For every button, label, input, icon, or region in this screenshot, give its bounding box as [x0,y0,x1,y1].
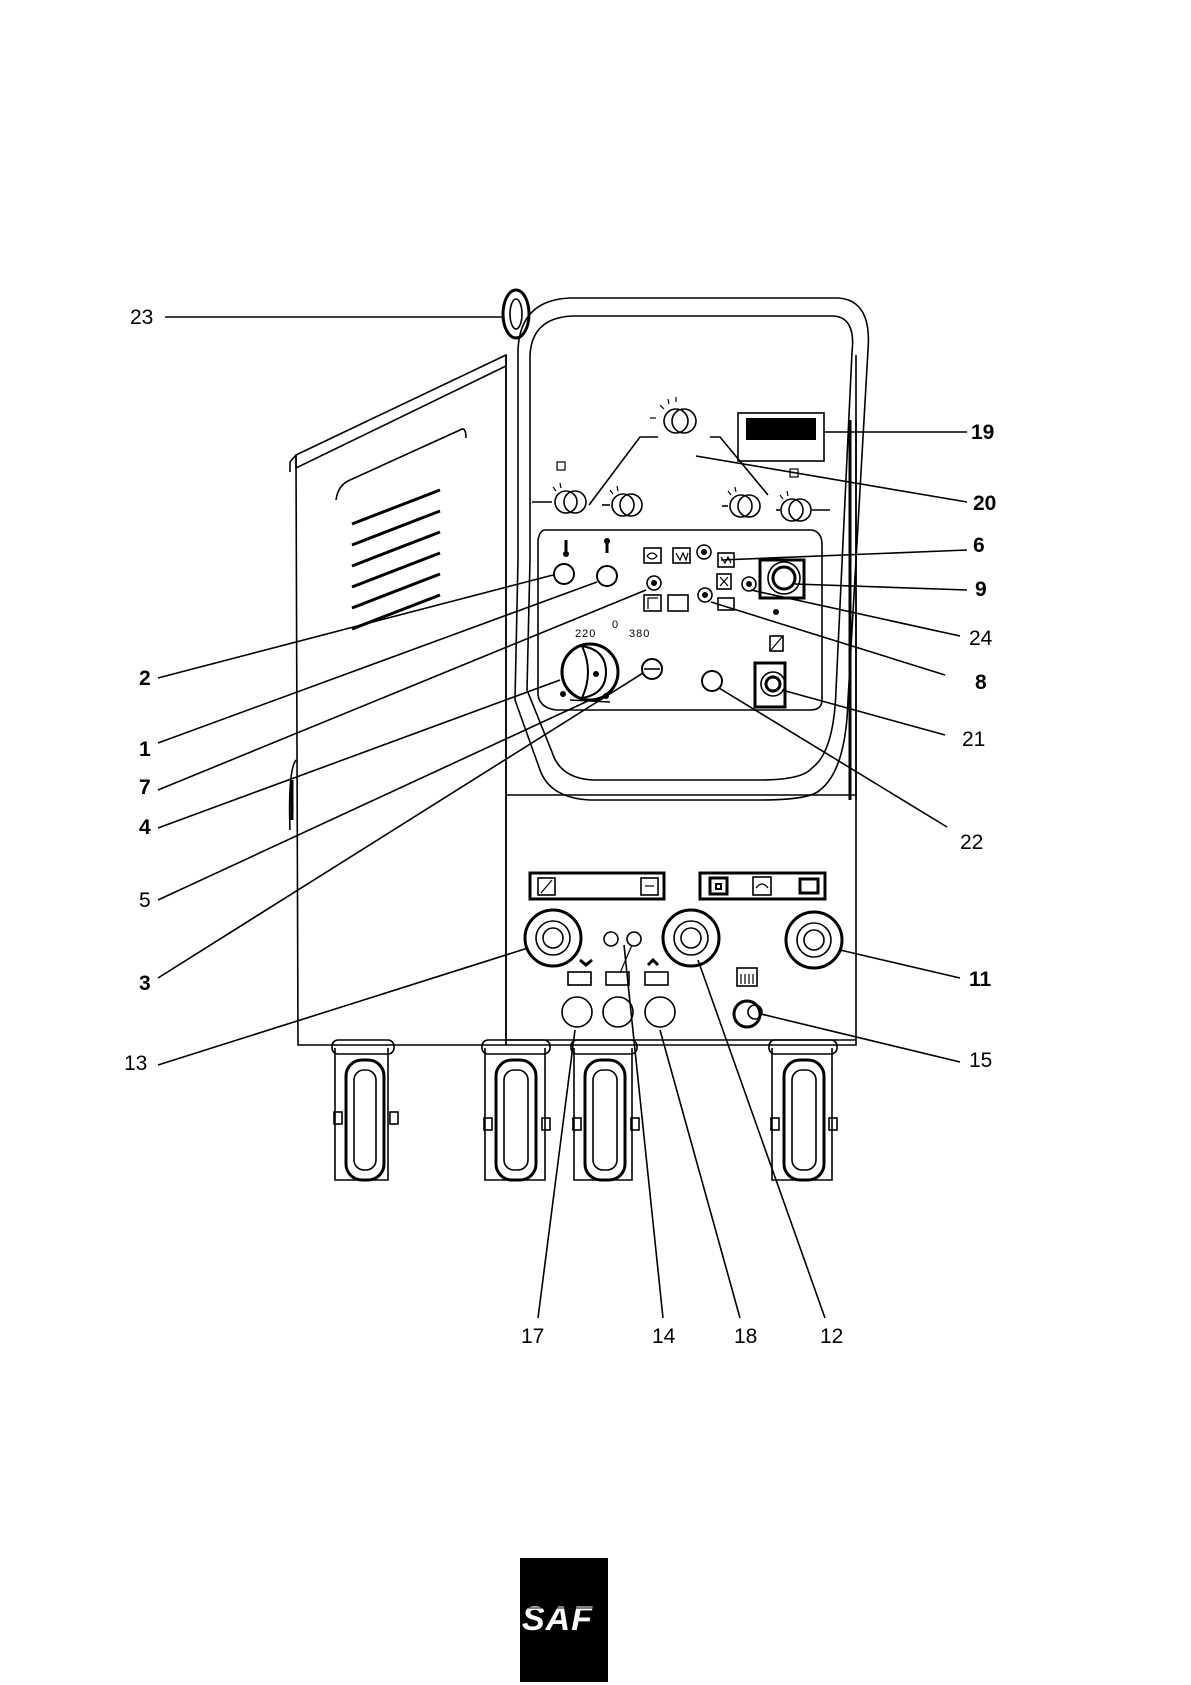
callout-5: 5 [139,889,151,912]
selector-label-380: 380 [629,628,650,640]
indicator-lamp-b [627,932,641,946]
saf-logo: SAF [520,1558,608,1682]
leader-lines [158,317,967,1318]
gas-valve-socket [755,663,785,707]
switch-left-2 [602,486,642,516]
mode-icon-5 [668,595,688,611]
remote-socket-17 [562,997,592,1027]
callout-7: 7 [139,776,151,799]
callout-1: 1 [139,738,151,761]
callout-13: 13 [124,1052,147,1075]
selector-label-220: 220 [575,628,596,640]
switch-left-1 [532,462,586,513]
indicator-lamp-a [604,932,618,946]
remote-socket-18 [645,997,675,1027]
output-socket-12 [663,910,719,966]
lifting-eye [503,290,529,338]
digital-display [738,413,824,461]
overheat-lamp [554,564,574,584]
callout-4: 4 [139,816,151,839]
thermometer-icon [563,540,569,557]
handle-frame [515,298,868,800]
callout-23: 23 [130,306,153,329]
remote-socket-mid [603,997,633,1027]
cabinet-side [290,355,506,1045]
callout-3: 3 [139,972,151,995]
gas-symbol-icon [770,609,783,651]
callout-24: 24 [969,627,993,650]
power-indicator-icon [604,538,610,553]
mains-voltage-selector: 220 0 380 [560,619,650,702]
callout-21: 21 [962,728,985,751]
top-switch [650,397,696,433]
callout-11: 11 [969,968,992,991]
callout-20: 20 [973,492,996,515]
callout-9: 9 [975,578,987,601]
control-cable-socket [742,560,804,598]
lower-panel [525,873,842,1027]
selector-label-0: 0 [612,619,619,631]
callout-17: 17 [521,1325,544,1348]
callout-18: 18 [734,1325,757,1348]
wheels [332,1040,837,1180]
callout-12: 12 [820,1325,843,1348]
power-lamp [597,566,617,586]
callout-22: 22 [960,831,983,854]
output-socket-11 [786,912,842,968]
gas-connector [734,1001,762,1027]
callout-2: 2 [139,667,151,690]
callout-6: 6 [973,534,985,557]
saf-logo-text: SAF [522,1600,593,1638]
callout-8: 8 [975,671,987,694]
callout-14: 14 [652,1325,676,1348]
switch-right-1 [722,487,760,517]
callout-15: 15 [969,1049,992,1072]
output-socket-13 [525,910,581,966]
mode-icon-1 [644,548,661,563]
toggle-switch [642,659,662,679]
callout-19: 19 [971,421,994,444]
